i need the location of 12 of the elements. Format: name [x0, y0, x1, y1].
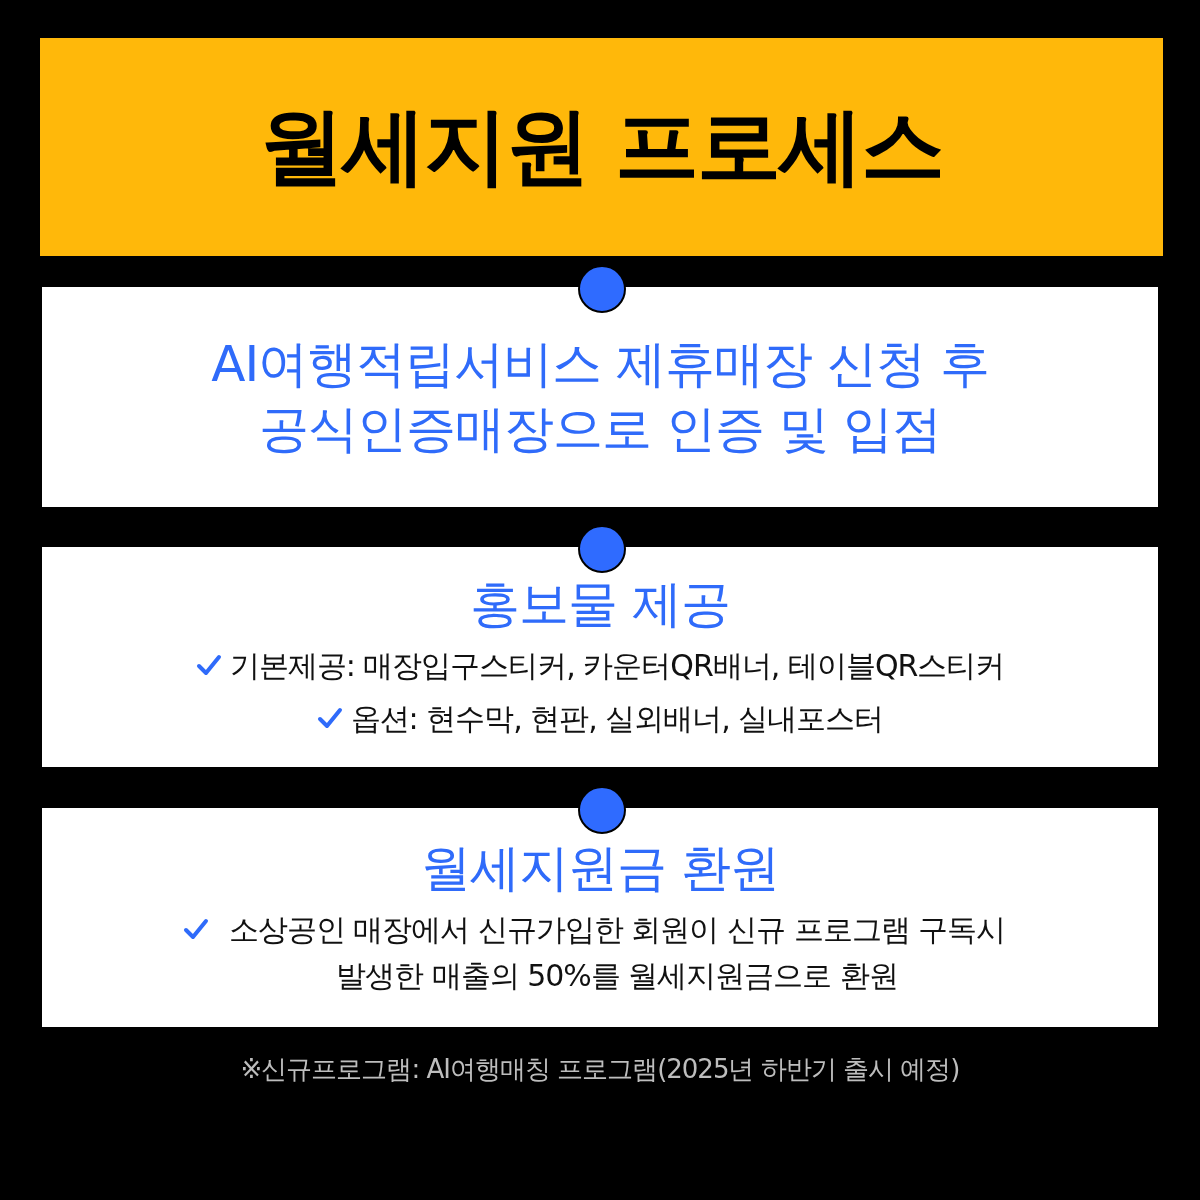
bullet-text: 기본제공: 매장입구스티커, 카운터QR배너, 테이블QR스티커: [229, 647, 1005, 685]
bullet-text: 소상공인 매장에서 신규가입한 회원이 신규 프로그램 구독시 발생한 매출의 50%를 월세지원금으로 환원: [227, 910, 1007, 995]
step-card: [42, 547, 1158, 767]
step-heading: 월세지원금 환원: [421, 837, 779, 899]
step-heading: AI여행적립서비스 제휴매장 신청 후 공식인증매장으로 인증 및 입점: [210, 334, 990, 460]
step-card: [42, 287, 1158, 507]
bullet-text: 옵션: 현수막, 현판, 실외배너, 실내포스터: [350, 699, 884, 738]
title-banner: [40, 38, 1163, 256]
step-card: [42, 808, 1158, 1027]
title-text: 월세지원 프로세스: [259, 96, 944, 197]
step-heading: 홍보물 제공: [470, 574, 730, 635]
footnote: ※신규프로그램: AI여행매칭 프로그램(2025년 하반기 출시 예정): [239, 1053, 961, 1086]
